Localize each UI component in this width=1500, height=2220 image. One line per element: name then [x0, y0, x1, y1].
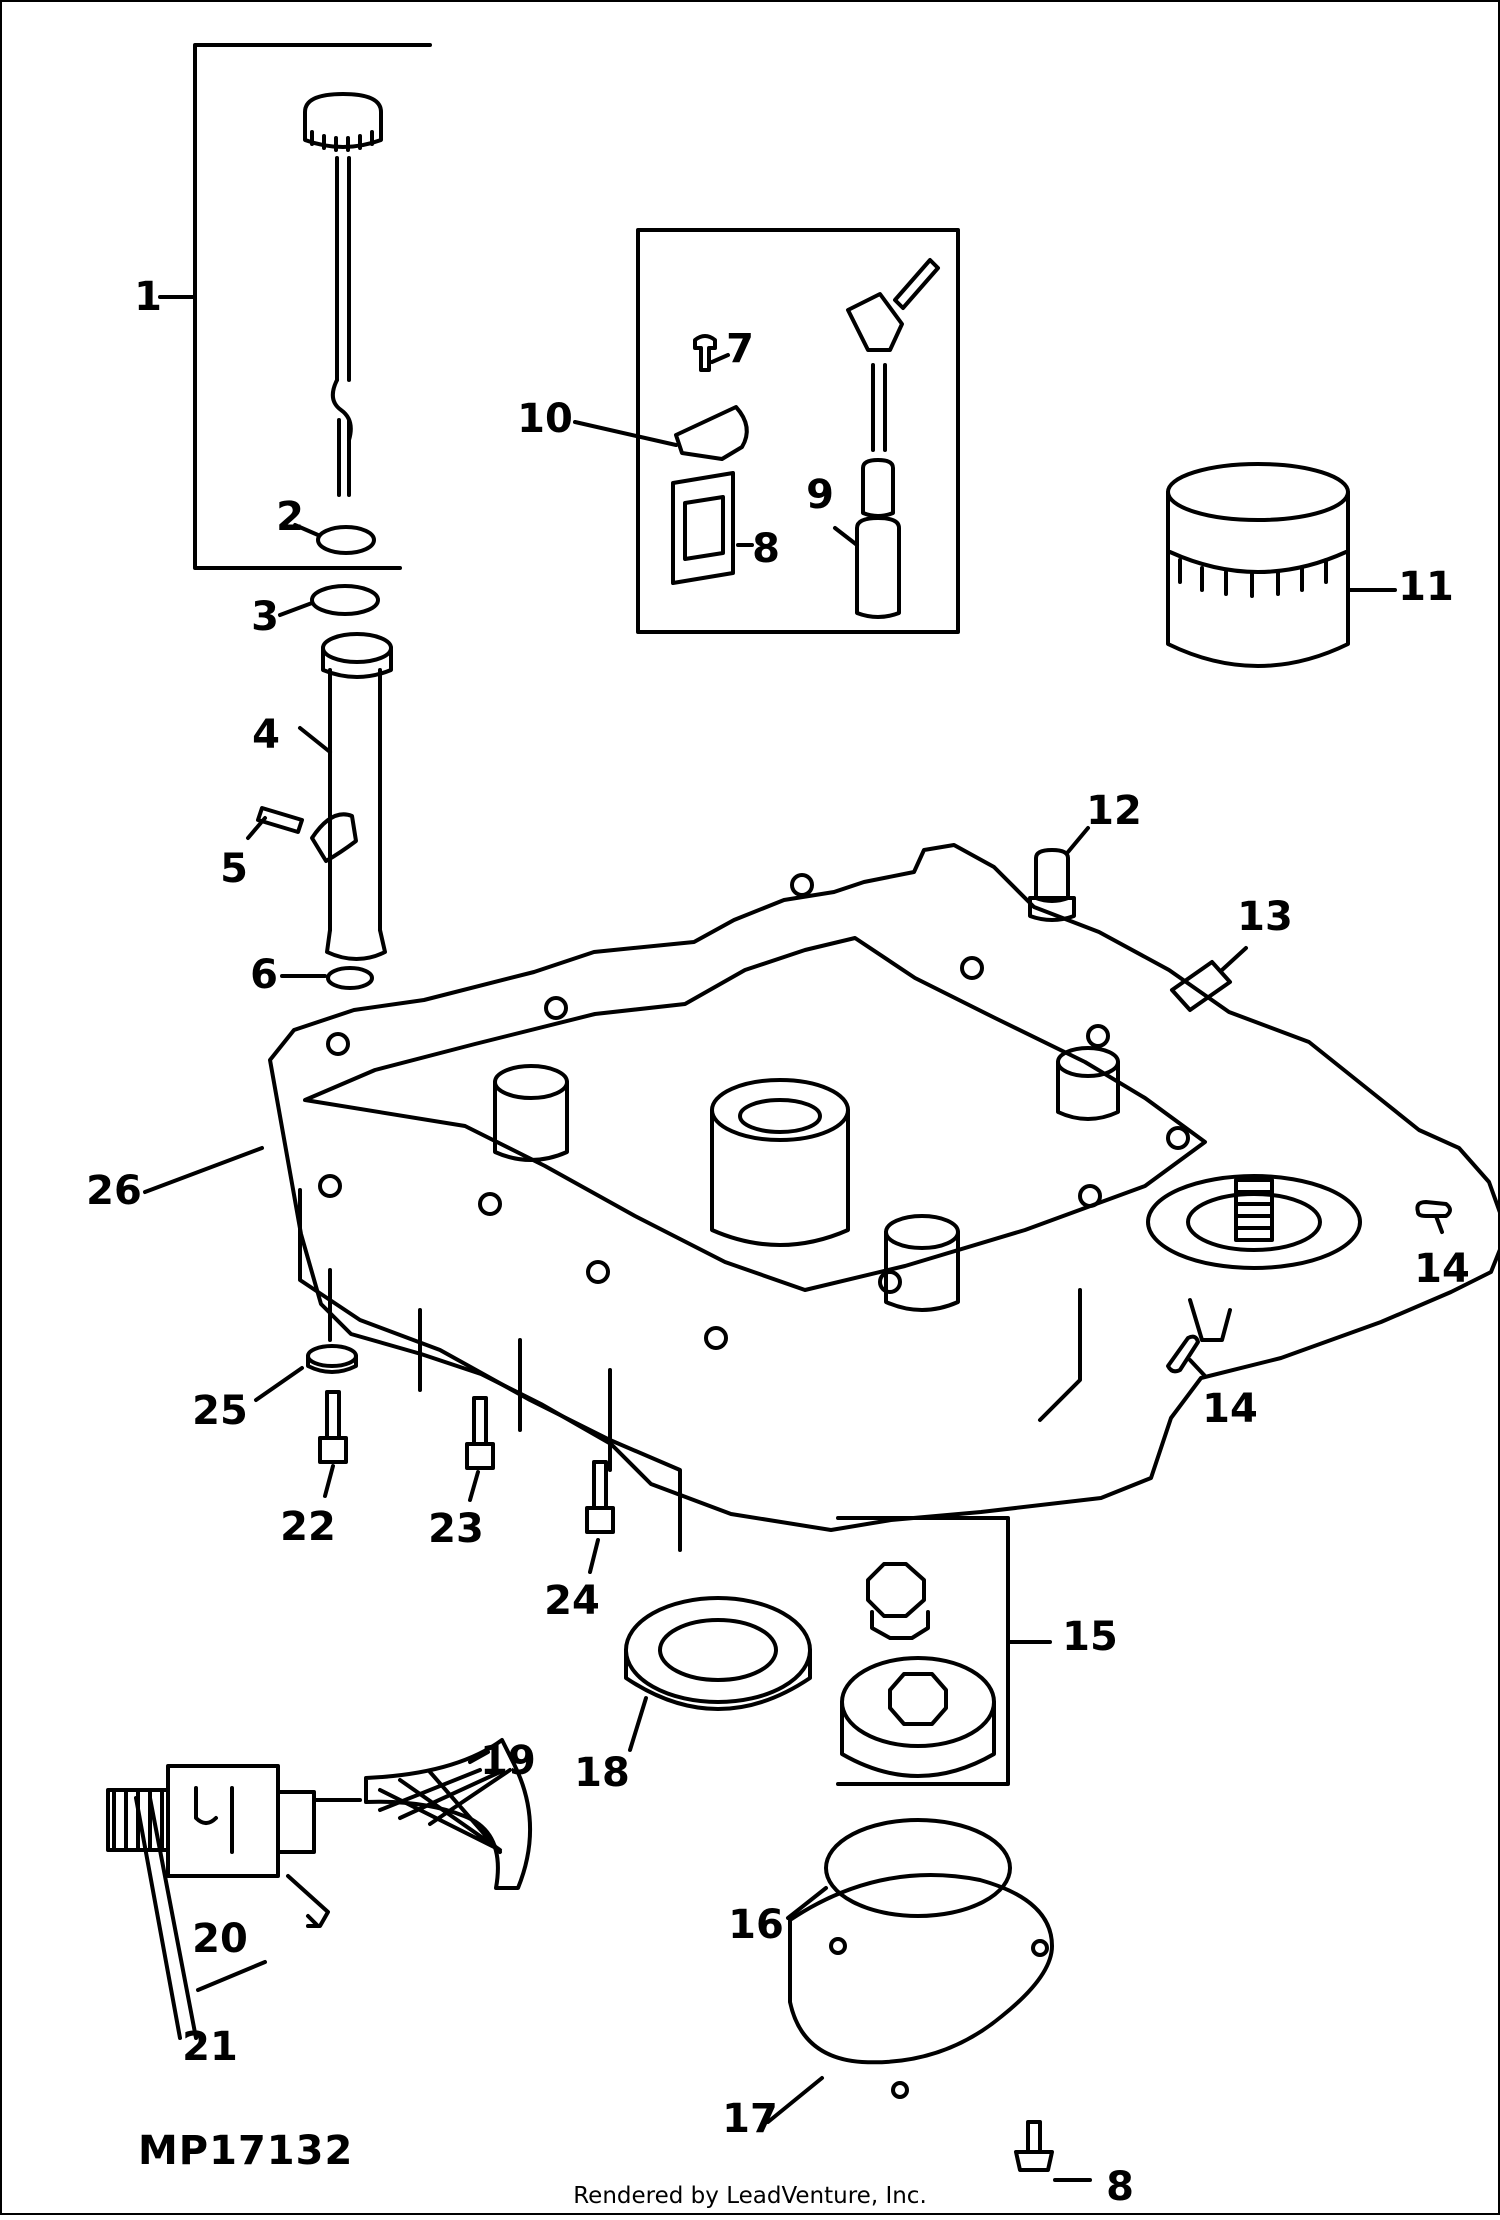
- footer-credit: Rendered by LeadVenture, Inc.: [573, 2183, 927, 2209]
- o-ring-2: [316, 525, 376, 555]
- callout-c16: 16: [728, 1902, 784, 1948]
- gasket-16: [824, 1818, 1012, 1918]
- callout-c4: 4: [252, 712, 280, 758]
- callout-c25: 25: [192, 1388, 248, 1434]
- cover-17: [766, 1873, 1054, 2124]
- bolt-22: [318, 1390, 348, 1498]
- figure-id: MP17132: [138, 2128, 354, 2174]
- callout-c3: 3: [251, 594, 279, 640]
- callout-c6: 6: [250, 952, 278, 998]
- callout-c19: 19: [480, 1738, 536, 1784]
- callout-c2: 2: [276, 494, 304, 540]
- pin-14a: [1415, 1200, 1452, 1234]
- bolt-8b: [1014, 2120, 1092, 2182]
- callout-c21: 21: [182, 2024, 238, 2070]
- callout-c23: 23: [428, 1506, 484, 1552]
- callout-c18: 18: [574, 1750, 630, 1796]
- dipstick-tube: [298, 632, 393, 961]
- callout-c8b: 8: [1106, 2164, 1134, 2210]
- bolt-5: [246, 806, 304, 840]
- seal-18: [624, 1596, 812, 1752]
- screen-19: [364, 1738, 532, 1890]
- o-ring-6: [326, 966, 374, 990]
- callout-c24: 24: [544, 1578, 600, 1624]
- callout-c7: 7: [726, 326, 754, 372]
- oil-pump-kit: [836, 1516, 1052, 1786]
- fitting-12: [1028, 826, 1090, 922]
- callout-c14a: 14: [1414, 1246, 1470, 1292]
- dipstick-part: [303, 92, 383, 497]
- oil-pan-housing: [143, 843, 1500, 1552]
- callout-c22: 22: [280, 1504, 336, 1550]
- governor-kit-box: [636, 228, 960, 634]
- oil-filter: [1166, 462, 1397, 668]
- bolt-24: [585, 1460, 615, 1574]
- pin-14b: [1166, 1334, 1207, 1378]
- washer-25: [254, 1344, 358, 1402]
- leader-21b: [134, 1796, 182, 2040]
- oil-fitting: [106, 1764, 362, 1928]
- plug-13: [1170, 946, 1248, 1012]
- bolt-23: [465, 1396, 495, 1502]
- callout-c8a: 8: [752, 526, 780, 572]
- dipstick-bracket: [158, 43, 432, 570]
- leader-20: [196, 1960, 267, 1992]
- callout-c20: 20: [192, 1916, 248, 1962]
- leader-21a: [148, 1796, 198, 2040]
- callout-c1: 1: [134, 274, 162, 320]
- o-ring-3: [310, 584, 380, 616]
- callout-c9: 9: [806, 472, 834, 518]
- governor-parts: [573, 258, 940, 619]
- callout-c13: 13: [1237, 894, 1293, 940]
- callout-c15: 15: [1062, 1614, 1118, 1660]
- callout-c5: 5: [220, 846, 248, 892]
- callout-c14b: 14: [1202, 1386, 1258, 1432]
- callout-c26: 26: [86, 1168, 142, 1214]
- callout-c11: 11: [1398, 564, 1454, 610]
- callout-c12: 12: [1086, 788, 1142, 834]
- callout-c10: 10: [517, 396, 573, 442]
- callout-c17: 17: [722, 2096, 778, 2142]
